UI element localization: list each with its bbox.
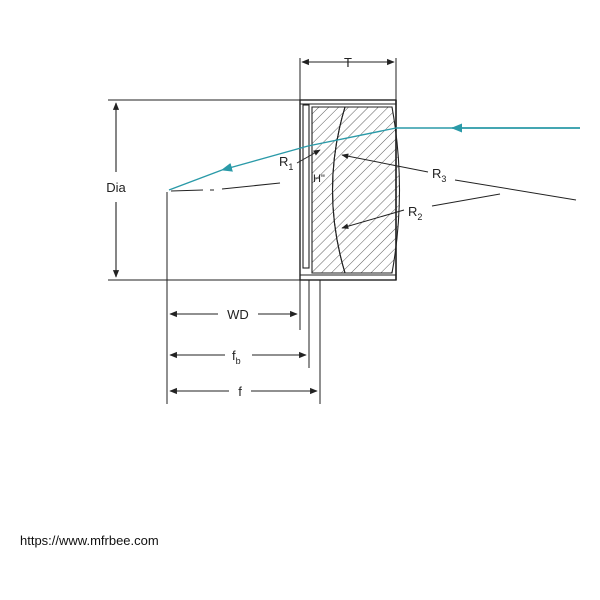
lens-element-2 <box>331 106 401 274</box>
label-principal-plane: H" <box>313 173 325 185</box>
reference-lines <box>108 58 397 404</box>
lens-assembly <box>299 99 401 281</box>
light-ray <box>168 123 580 191</box>
leader-r1 <box>296 149 321 164</box>
leader-r3-ext <box>454 179 577 201</box>
label-r2: R2 <box>408 204 422 222</box>
dimension-lines <box>112 58 395 395</box>
leader-r2 <box>341 209 405 229</box>
leader-r3 <box>341 153 429 173</box>
label-back-focal-length: fb <box>232 348 241 366</box>
leader-lines <box>296 149 577 229</box>
watermark-url: https://www.mfrbee.com <box>20 533 159 548</box>
label-focal-length: f <box>238 384 242 399</box>
label-r3: R3 <box>432 166 446 184</box>
label-working-distance: WD <box>227 307 249 322</box>
lens-window <box>302 104 310 269</box>
label-r1: R1 <box>279 154 293 172</box>
label-thickness: T <box>344 55 352 70</box>
leader-r2-ext <box>431 193 501 207</box>
label-diameter: Dia <box>106 180 126 195</box>
